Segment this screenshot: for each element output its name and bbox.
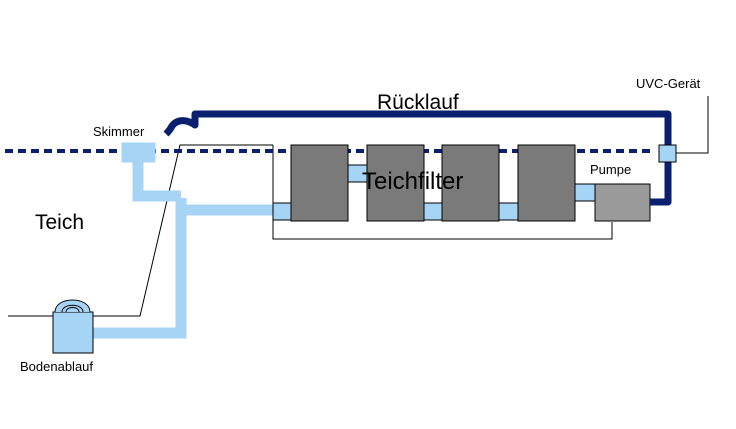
bodenablauf-label: Bodenablauf (20, 359, 93, 374)
pumpe-label: Pumpe (590, 162, 631, 177)
bottom-drain-pipe (88, 198, 187, 339)
filter-chamber-3 (441, 144, 500, 222)
intake-pipes (88, 160, 292, 339)
skimmer-pipe (132, 160, 181, 202)
skimmer-label: Skimmer (93, 124, 145, 139)
chamber-connectors (272, 164, 596, 221)
teichfilter-label: Teichfilter (362, 168, 463, 195)
connector-3-4 (498, 202, 519, 221)
ruecklauf-label: Rücklauf (377, 91, 459, 114)
pump-body (594, 183, 651, 222)
connector-4-pump (574, 183, 596, 202)
filter-chamber-4 (517, 144, 576, 222)
filter-base-frame (272, 145, 613, 240)
teich-label: Teich (35, 211, 84, 234)
return-pipe (163, 110, 672, 206)
connector-2-3 (423, 202, 443, 221)
uvc-device (658, 144, 677, 163)
filter-chamber-2 (366, 144, 425, 222)
drain-bowl-icon (52, 299, 94, 354)
uvc-label: UVC-Gerät (636, 76, 701, 91)
skimmer-box-icon (121, 142, 156, 163)
teichfilter-chambers (290, 144, 576, 222)
filter-chamber-1 (290, 144, 349, 222)
uvc-leader-line (676, 96, 709, 154)
inlet-connector (272, 202, 292, 221)
